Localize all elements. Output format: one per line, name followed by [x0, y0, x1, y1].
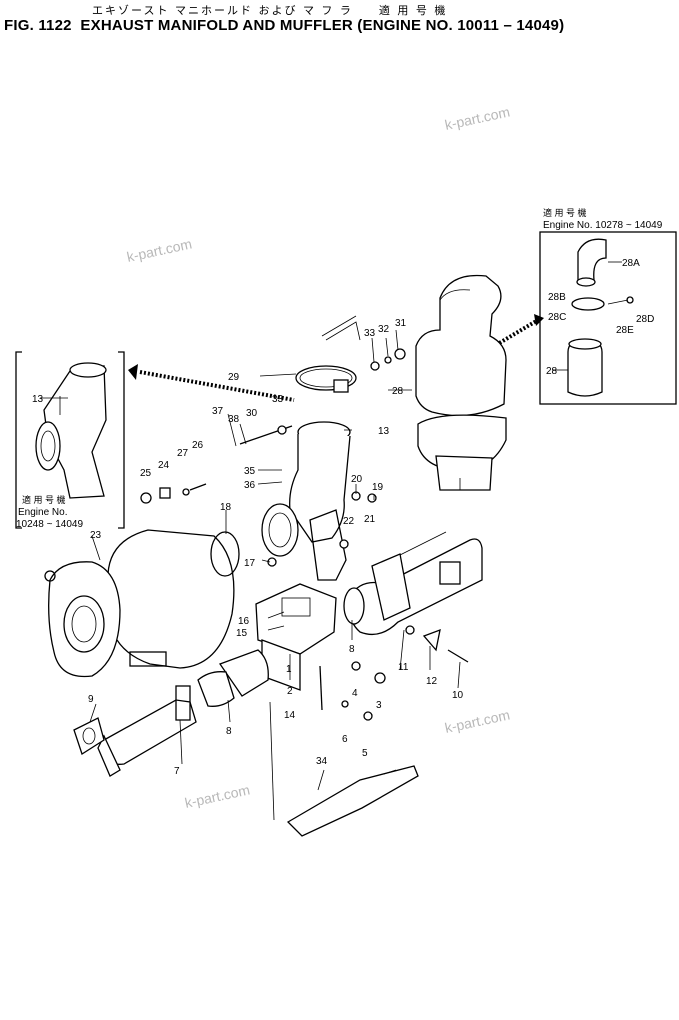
- fasteners: [140, 348, 469, 721]
- japanese-title: エキゾースト マニホールド および マ フ ラ 適 用 号 機: [92, 4, 448, 17]
- callout-32: 32: [378, 324, 390, 335]
- callout-arrow-right: [494, 314, 544, 347]
- part-28C: 28C: [548, 312, 566, 323]
- callout-12: 12: [426, 676, 438, 687]
- callout-5: 5: [362, 748, 368, 759]
- turbocharger: [44, 529, 235, 678]
- left-inset-applicability: 適 用 号 機: [22, 494, 66, 505]
- callout-8a: 8: [349, 644, 355, 655]
- callout-1: 1: [286, 664, 292, 675]
- left-inset-engine-range: 10248 ~ 14049: [16, 519, 83, 530]
- callout-21: 21: [364, 514, 376, 525]
- callout-34: 34: [316, 756, 328, 767]
- callout-labels: 1 2 3 4 5 6 7 8 8 9 10 11 12 13 14 15 16…: [88, 318, 464, 777]
- callout-13: 13: [378, 426, 390, 437]
- callout-22: 22: [343, 516, 355, 527]
- callout-26: 26: [192, 440, 204, 451]
- callout-25: 25: [140, 468, 152, 479]
- upper-elbow: [261, 421, 351, 581]
- callout-30: 30: [246, 408, 258, 419]
- callout-10: 10: [452, 690, 464, 701]
- callout-8b: 8: [226, 726, 232, 737]
- right-inset-applicability: 適 用 号 機: [543, 207, 587, 218]
- callout-31: 31: [395, 318, 407, 329]
- callout-9: 9: [88, 694, 94, 705]
- left-inset: 13 適 用 号 機 Engine No. 10248 ~ 14049: [15, 351, 125, 530]
- callout-7: 7: [174, 766, 180, 777]
- part-28-inset: 28: [546, 366, 558, 377]
- callout-15: 15: [236, 628, 248, 639]
- gasket-18: [210, 531, 240, 577]
- left-inset-part-13: 13: [32, 394, 44, 405]
- callout-6: 6: [342, 734, 348, 745]
- adapter-flange: [255, 583, 337, 691]
- muffler: [388, 274, 507, 491]
- part-28D: 28D: [636, 314, 654, 325]
- callout-29: 29: [228, 372, 240, 383]
- exhaust-manifold: [343, 531, 483, 636]
- callout-37: 37: [212, 406, 224, 417]
- callout-33a: 33: [364, 328, 376, 339]
- watermark-2: k-part.com: [125, 236, 193, 265]
- callout-36: 36: [244, 480, 256, 491]
- part-28E: 28E: [616, 325, 634, 336]
- callout-20: 20: [351, 474, 363, 485]
- part-28B: 28B: [548, 292, 566, 303]
- callout-11: 11: [398, 662, 409, 673]
- clamp-29: [295, 321, 361, 393]
- part-28A: 28A: [622, 258, 640, 269]
- watermark-4: k-part.com: [183, 782, 251, 811]
- callout-38: 38: [228, 414, 240, 425]
- callout-arrow-left: [128, 364, 295, 402]
- callout-3: 3: [376, 700, 382, 711]
- right-inset: 適 用 号 機 Engine No. 10278 ~ 14049 28A 28B…: [539, 207, 677, 405]
- callout-17: 17: [244, 558, 256, 569]
- callout-24: 24: [158, 460, 170, 471]
- callout-28: 28: [392, 386, 404, 397]
- left-inset-engine-label: Engine No.: [18, 507, 67, 518]
- callout-4: 4: [352, 688, 358, 699]
- watermark-1: k-part.com: [443, 104, 511, 133]
- heat-shield: [286, 765, 419, 837]
- callout-19: 19: [372, 482, 384, 493]
- right-inset-engine-range: Engine No. 10278 ~ 14049: [543, 220, 663, 231]
- callout-14: 14: [284, 710, 296, 721]
- callout-35: 35: [244, 466, 256, 477]
- page-title: FIG. 1122 EXHAUST MANIFOLD AND MUFFLER (…: [4, 17, 565, 34]
- leader-lines: [89, 315, 461, 821]
- callout-23: 23: [90, 530, 102, 541]
- callout-16: 16: [238, 616, 250, 627]
- callout-18: 18: [220, 502, 232, 513]
- callout-2: 2: [287, 686, 293, 697]
- watermark-3: k-part.com: [443, 707, 511, 736]
- callout-27: 27: [177, 448, 189, 459]
- callout-33b: 33: [272, 394, 284, 405]
- exhaust-pipe-lower: [97, 649, 269, 777]
